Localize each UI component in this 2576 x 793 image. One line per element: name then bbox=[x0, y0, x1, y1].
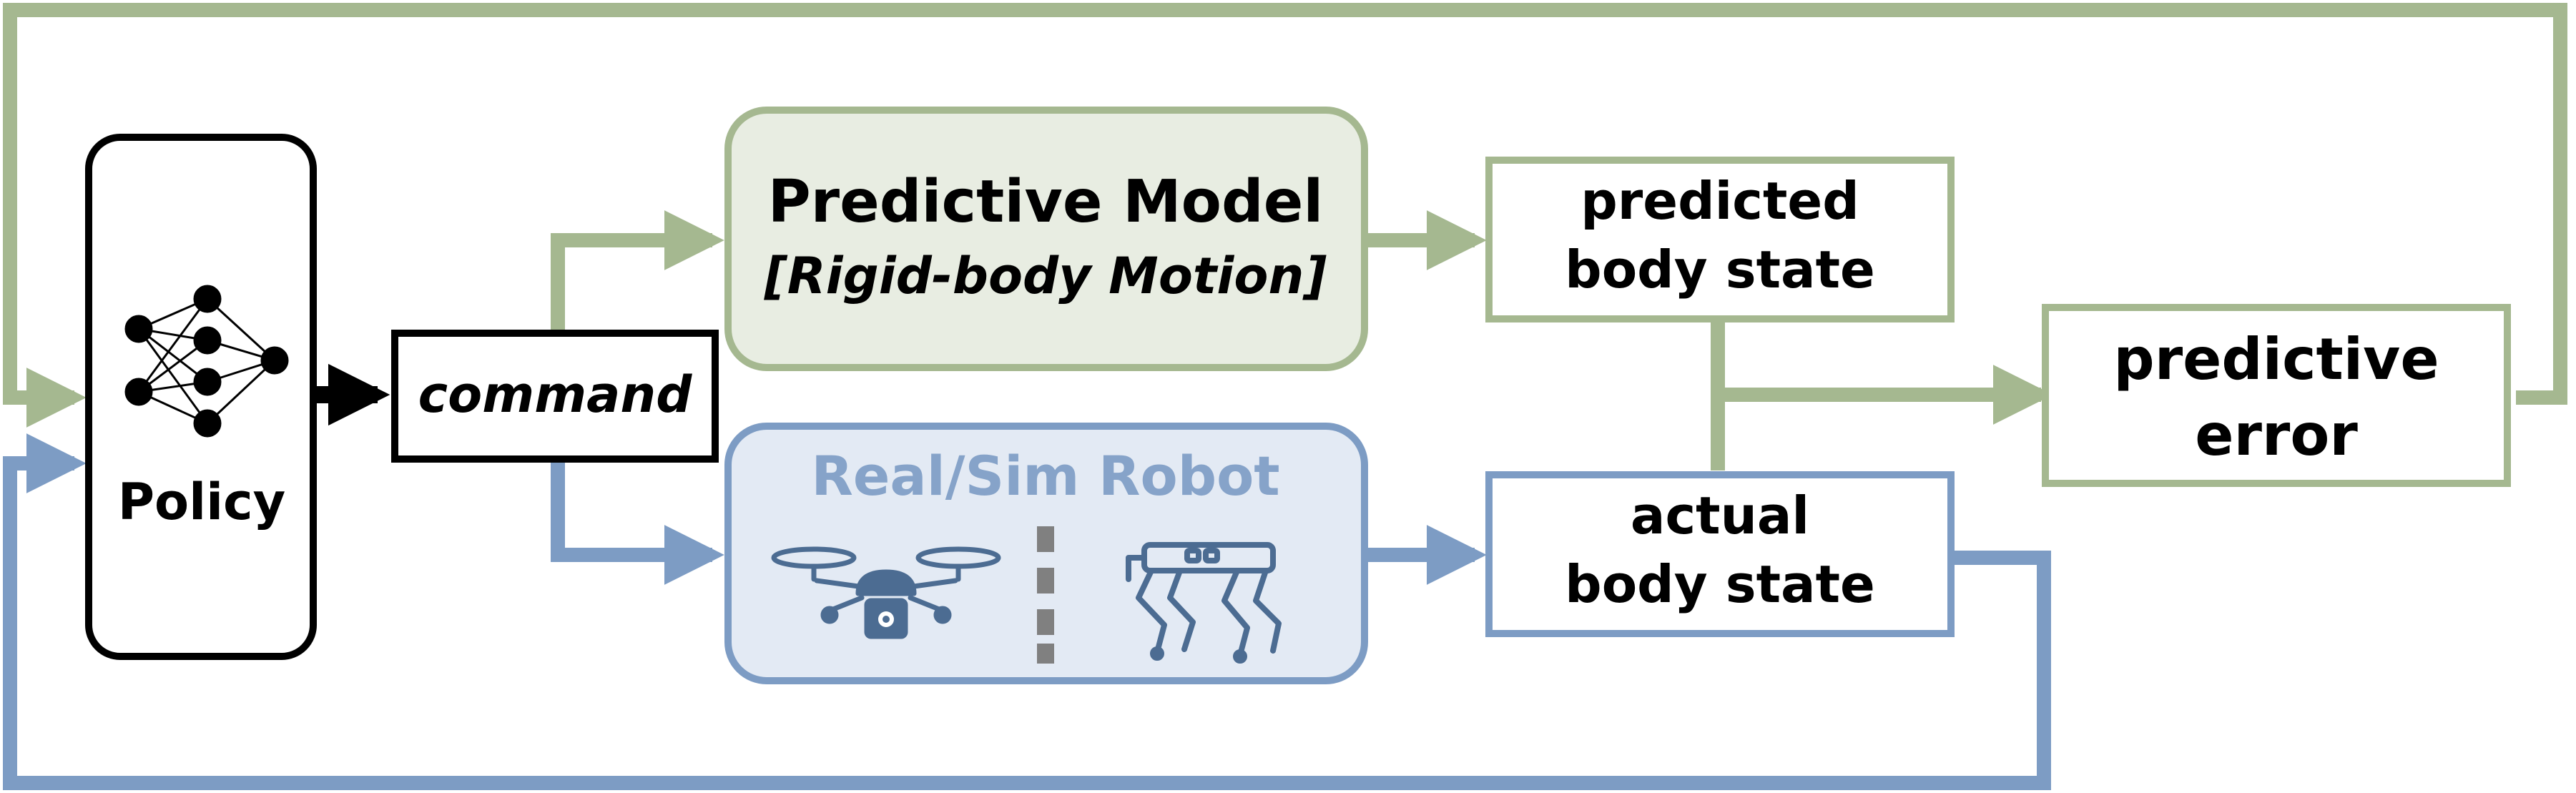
predictive-model-node: Predictive Model [Rigid-body Motion] bbox=[724, 107, 1368, 371]
predicted-state-line2: body state bbox=[1565, 240, 1875, 300]
predicted-state-line1: predicted bbox=[1580, 171, 1859, 231]
predictive-error-line2: error bbox=[2195, 402, 2358, 468]
neural-network-icon bbox=[124, 285, 289, 438]
quadruped-robot-icon bbox=[1126, 542, 1282, 664]
predictive-model-title: Predictive Model bbox=[768, 168, 1324, 236]
command-to-model-arrow bbox=[551, 210, 724, 330]
drone-icon bbox=[771, 546, 1001, 639]
actual-state-line2: body state bbox=[1565, 554, 1875, 614]
predicted-body-state-node: predicted body state bbox=[1485, 157, 1955, 322]
predictive-error-node: predictive error bbox=[2042, 304, 2511, 487]
command-label: command bbox=[418, 365, 693, 424]
robot-node: Real/Sim Robot bbox=[724, 423, 1368, 684]
robot-title: Real/Sim Robot bbox=[811, 444, 1279, 508]
predictive-model-subtitle: [Rigid-body Motion] bbox=[764, 247, 1327, 305]
policy-node: Policy bbox=[85, 134, 317, 660]
error-feedback-arrow bbox=[3, 3, 2567, 428]
robot-separator bbox=[1037, 526, 1054, 664]
actual-body-state-node: actual body state bbox=[1485, 471, 1955, 637]
command-to-robot-arrow bbox=[551, 459, 724, 585]
state-feedback-arrow bbox=[3, 433, 2051, 790]
command-node: command bbox=[391, 330, 719, 463]
actual-state-line1: actual bbox=[1631, 486, 1809, 546]
predictive-error-line1: predictive bbox=[2113, 326, 2439, 393]
policy-label: Policy bbox=[118, 473, 286, 531]
